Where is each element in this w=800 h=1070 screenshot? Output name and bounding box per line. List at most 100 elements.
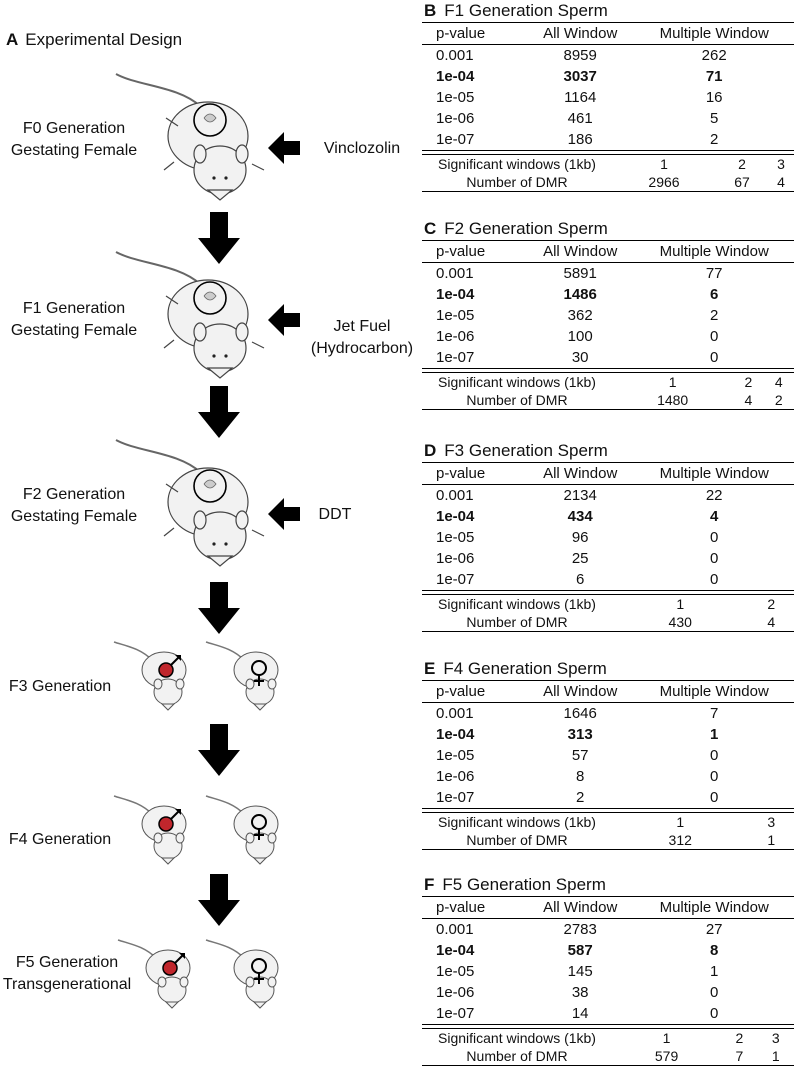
panel-title-text: Experimental Design [25,30,183,49]
table-cell: 57 [571,747,589,764]
generation-label-f4: F4 Generation [4,829,116,851]
table-cell: 313 [567,726,593,743]
table-cell: 0 [710,984,719,1001]
panel-letter: D [424,441,437,460]
generation-label-line: F5 Generation [15,954,119,971]
column-header: p-value [422,680,526,703]
row-label: Number of DMR [422,831,612,850]
table-cell: 0 [710,529,719,546]
table-cell: 2 [763,391,794,410]
column-header: p-value [422,462,526,485]
table-cell: 0 [634,569,794,591]
table-cell: 38 [571,984,589,1001]
table-cell: 461 [567,110,593,127]
table-cell: 7 [721,1047,758,1066]
exposure-arrow-f0 [268,132,300,164]
column-header: All Window [526,680,635,703]
panel-letter: E [424,659,436,678]
table-cell: 0.001 [436,487,474,504]
table-cell: 2 [634,129,794,151]
table-cell: 0.001 [436,921,474,938]
table-cell: 362 [567,307,593,324]
generation-arrow-down [198,724,240,776]
column-header: All Window [526,240,635,263]
table-cell: 1 [748,831,794,850]
table-cell: 2 [526,787,635,809]
generation-label-line: F3 Generation [8,678,112,695]
column-header: p-value [422,896,526,919]
table-cell: 67 [715,173,768,192]
row-label: Number of DMR [422,613,612,632]
row-label: Number of DMR [422,1047,612,1066]
table-cell: 587 [567,942,593,959]
table-cell: 262 [701,47,727,64]
female-rat-f5 [205,939,279,1009]
column-header: All Window [526,462,635,485]
panel-title-text: F5 Generation Sperm [442,875,606,894]
table-cell: 2 [710,307,719,324]
table-cell: 4 [767,173,794,192]
table-cell: 1e-05 [436,747,475,764]
column-header: Multiple Window [634,462,794,485]
panel-title-text: F4 Generation Sperm [443,659,607,678]
table-cell: 3 [777,156,785,172]
table-cell: 1e-05 [436,529,475,546]
male-rat-f3 [113,641,187,711]
table-cell: 77 [705,265,723,282]
table-cell: 6 [526,569,635,591]
table-cell: 25 [571,550,589,567]
table-cell: 8 [710,942,719,959]
table-cell: 1 [757,1047,794,1066]
table-cell: 4 [748,613,794,632]
table-cell: 1646 [563,705,597,722]
table-cell: 2 [738,156,746,172]
table-cell: 1e-05 [436,307,475,324]
generation-label-line: Gestating Female [10,508,138,525]
female-rat-f3 [205,641,279,711]
table-cell: 1e-07 [422,347,526,369]
table-cell: 1e-07 [422,1003,526,1025]
table-cell: 430 [612,613,749,632]
exposure-label-line: Jet Fuel [333,318,391,335]
generation-label-line: F1 Generation [22,300,126,317]
gestating-female-rat-f1 [115,251,265,379]
generation-label-line: Gestating Female [10,142,138,159]
table-cell: 1e-04 [436,286,475,303]
table-cell: 1486 [563,286,597,303]
table-cell: 1e-05 [436,963,475,980]
exposure-label-line: (Hydrocarbon) [310,340,414,357]
table-cell: 434 [567,508,593,525]
panel-letter: A [6,30,19,49]
row-label: Number of DMR [422,173,612,192]
exposure-label-f0: Vinclozolin [302,138,422,160]
row-label: Significant windows (1kb) [438,374,596,390]
table-cell: 27 [705,921,723,938]
table-cell: 186 [526,129,635,151]
table-cell: 2 [767,596,776,612]
table-cell: 0 [710,550,719,567]
table-cell: 4 [774,374,783,390]
table-cell: 5 [710,110,719,127]
generation-arrow-down [198,874,240,926]
table-cell: 0 [710,328,719,345]
